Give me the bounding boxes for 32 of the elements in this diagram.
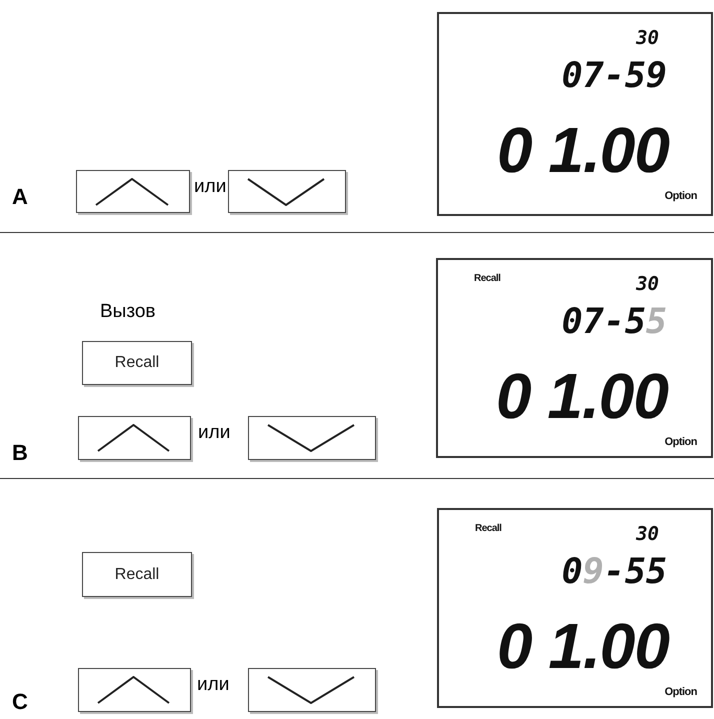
step-letter: C (12, 691, 28, 713)
up-button (76, 170, 190, 213)
lcd-display (437, 508, 713, 708)
time-readout: 07-55 (562, 305, 667, 340)
value-readout: 0 1.00 (497, 614, 669, 678)
lcd-display (436, 258, 713, 458)
value-readout: 0 1.00 (496, 364, 668, 428)
time-readout: 07-59 (562, 59, 667, 94)
option-indicator: Option (664, 437, 697, 448)
up-button (78, 668, 191, 712)
recall-indicator: Recall (475, 524, 502, 534)
time-readout: 09-55 (562, 555, 667, 590)
down-button (248, 668, 376, 712)
recall-button: Recall (82, 341, 192, 385)
recall-indicator: Recall (474, 274, 500, 284)
recall-caption: Вызов (100, 302, 156, 321)
recall-button: Recall (82, 552, 192, 597)
down-button (248, 416, 376, 460)
channel-number: 30 (636, 275, 659, 294)
value-readout: 0 1.00 (497, 118, 669, 182)
lcd-display (437, 12, 713, 216)
step-letter: A (12, 186, 28, 208)
option-indicator: Option (664, 687, 697, 698)
or-text: или (198, 423, 230, 442)
option-indicator: Option (664, 191, 697, 202)
down-button (228, 170, 346, 213)
channel-number: 30 (636, 29, 659, 48)
step-letter: B (12, 442, 28, 464)
or-text: или (197, 675, 230, 694)
up-button (78, 416, 191, 460)
channel-number: 30 (636, 525, 659, 544)
or-text: или (194, 177, 226, 196)
